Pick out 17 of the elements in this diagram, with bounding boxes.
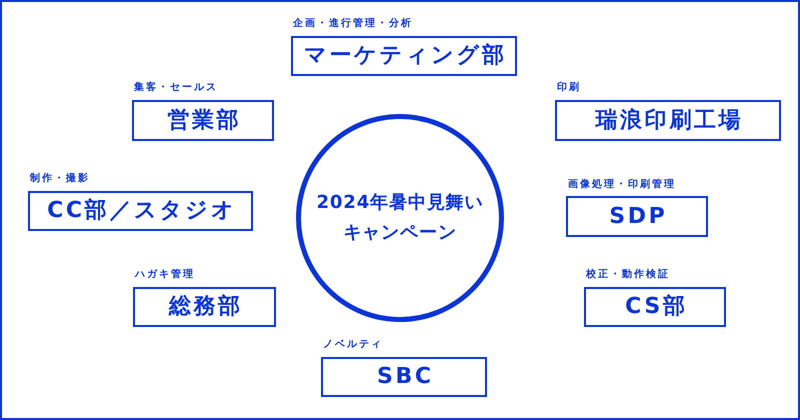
- department-role-caption: 画像処理・印刷管理: [568, 179, 676, 191]
- department-name: 営業部: [166, 108, 242, 134]
- campaign-title: 2024年暑中見舞いキャンペーン: [315, 191, 485, 245]
- department-role-caption: 印刷: [557, 82, 581, 94]
- department-name: 瑞浪印刷工場: [594, 108, 744, 134]
- department-name: CS部: [624, 294, 688, 320]
- department-role-caption: ノベルティ: [323, 339, 383, 351]
- department-name: 総務部: [168, 294, 243, 320]
- department-role-caption: 企画・進行管理・分析: [293, 18, 413, 30]
- department-name: SBC: [376, 364, 434, 390]
- department-role-caption: 制作・撮影: [30, 173, 90, 185]
- department-name: SDP: [608, 204, 668, 230]
- department-name: マーケティング部: [302, 43, 507, 69]
- department-name: CC部／スタジオ: [46, 198, 237, 224]
- department-role-caption: 校正・動作検証: [586, 269, 670, 281]
- department-role-caption: ハガキ管理: [135, 269, 195, 281]
- department-role-caption: 集客・セールス: [134, 82, 218, 94]
